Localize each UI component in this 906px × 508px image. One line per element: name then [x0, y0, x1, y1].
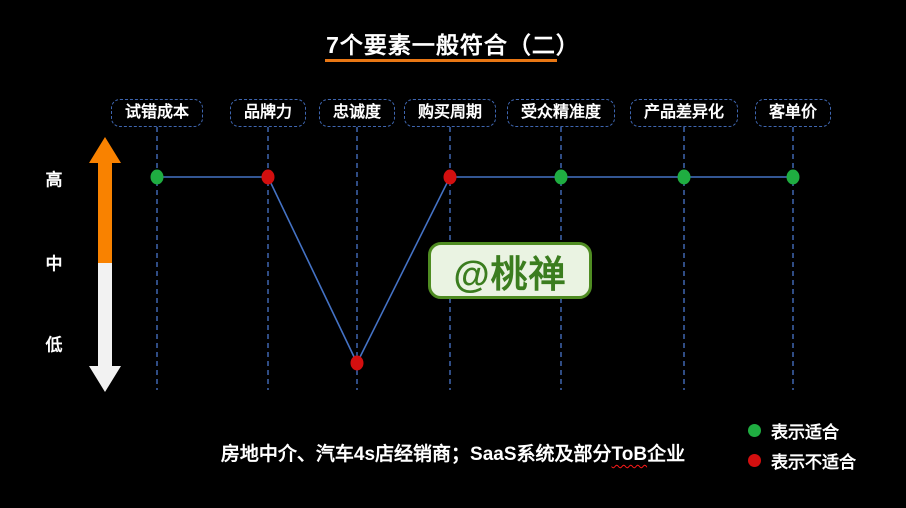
watermark-text: @桃禅	[453, 253, 567, 295]
category-label-7: 客单价	[754, 99, 832, 127]
category-label-3: 忠诚度	[318, 99, 396, 127]
footnote-text-before: 房地中介、汽车4s店经销商；SaaS系统及部分	[220, 444, 612, 465]
title-underline	[325, 59, 557, 62]
data-point-3	[350, 355, 364, 371]
legend-item-1: 表示适合	[748, 420, 856, 442]
footnote: 房地中介、汽车4s店经销商；SaaS系统及部分ToB企业	[0, 439, 906, 466]
category-label-1: 试错成本	[110, 99, 204, 127]
data-point-2	[261, 169, 275, 185]
footnote-spellcheck-word: ToB	[611, 444, 648, 465]
footnote-text-after: 企业	[647, 444, 686, 465]
legend: 表示适合表示不适合	[748, 420, 856, 472]
suitable-dot-icon	[748, 424, 761, 437]
category-label-4: 购买周期	[403, 99, 497, 127]
axis-label-2: 中	[45, 254, 63, 274]
legend-item-2: 表示不适合	[748, 450, 856, 472]
category-label-2: 品牌力	[229, 99, 307, 127]
page-title: 7个要素一般符合（二）	[326, 32, 580, 58]
legend-label: 表示不适合	[771, 453, 856, 472]
data-point-1	[150, 169, 164, 185]
watermark-badge: @桃禅	[428, 242, 592, 299]
category-label-5: 受众精准度	[506, 99, 616, 127]
unsuitable-dot-icon	[748, 454, 761, 467]
category-label-6: 产品差异化	[629, 99, 739, 127]
data-point-5	[554, 169, 568, 185]
axis-arrow-down	[89, 263, 121, 392]
data-point-6	[677, 169, 691, 185]
axis-label-1: 高	[45, 170, 63, 190]
data-point-7	[786, 169, 800, 185]
axis-label-3: 低	[45, 335, 63, 355]
data-point-4	[443, 169, 457, 185]
legend-label: 表示适合	[771, 423, 839, 442]
axis-arrow-up	[89, 137, 121, 263]
